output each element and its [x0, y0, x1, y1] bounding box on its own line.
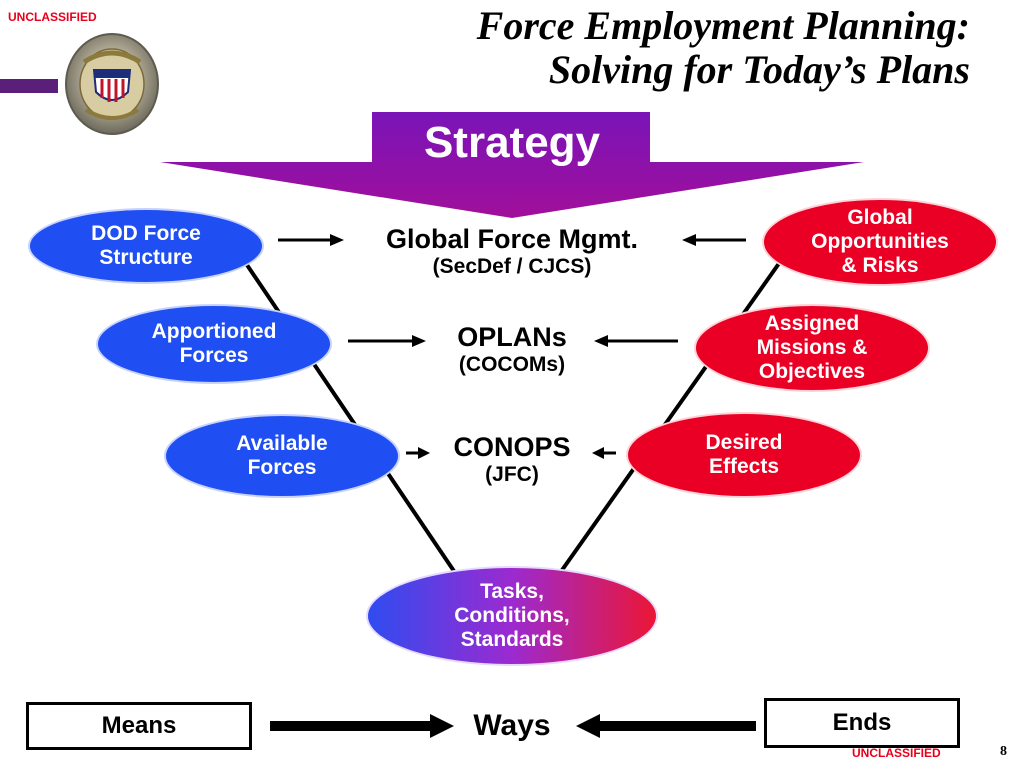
oval-tasks-conditions-standards: Tasks, Conditions, Standards — [366, 566, 658, 666]
ways-title: Global Force Mgmt. — [385, 224, 639, 254]
oval-line: Structure — [99, 246, 193, 269]
accent-bar — [0, 79, 58, 93]
oval-line: Desired — [705, 431, 783, 454]
ways-subtitle: (SecDef / CJCS) — [432, 255, 592, 278]
ways-oplans: OPLANs (COCOMs) — [410, 322, 614, 378]
page-number: 8 — [1000, 744, 1007, 759]
oval-line: & Risks — [841, 254, 919, 277]
means-box: Means — [26, 702, 252, 750]
ways-label: Ways — [473, 709, 551, 742]
oval-assigned-missions-objectives: Assigned Missions & Objectives — [694, 304, 930, 392]
title-line-2: Solving for Today’s Plans — [548, 47, 970, 92]
oval-apportioned-forces: Apportioned Forces — [96, 304, 332, 384]
oval-dod-force-structure: DOD Force Structure — [28, 208, 264, 284]
ways-global-force-mgmt: Global Force Mgmt. (SecDef / CJCS) — [340, 224, 684, 280]
oval-line: Objectives — [758, 360, 866, 383]
oval-line: Conditions, — [454, 604, 570, 627]
oval-desired-effects: Desired Effects — [626, 412, 862, 498]
oval-line: Forces — [247, 456, 317, 479]
oval-line: Tasks, — [480, 580, 544, 603]
ways-subtitle: (JFC) — [485, 463, 539, 486]
classification-top: UNCLASSIFIED — [8, 10, 97, 24]
oval-line: Effects — [708, 455, 779, 478]
ways-title: CONOPS — [453, 432, 571, 462]
classification-bottom: UNCLASSIFIED — [852, 746, 941, 760]
oval-line: Apportioned — [151, 320, 277, 343]
joint-chiefs-seal-icon — [65, 33, 159, 135]
title-line-1: Force Employment Planning: — [476, 3, 970, 48]
oval-line: Standards — [460, 628, 564, 651]
strategy-label: Strategy — [423, 118, 601, 167]
oval-line: DOD Force — [91, 222, 201, 245]
page-title: Force Employment Planning: Solving for T… — [300, 4, 970, 92]
oval-line: Assigned — [764, 312, 860, 335]
oval-global-opportunities-risks: Global Opportunities & Risks — [762, 198, 998, 286]
ways-title: OPLANs — [457, 322, 567, 352]
oval-line: Forces — [179, 344, 249, 367]
ends-box: Ends — [764, 698, 960, 748]
oval-available-forces: Available Forces — [164, 414, 400, 498]
arrow-left-icon — [682, 234, 696, 246]
oval-line: Opportunities — [811, 230, 949, 253]
ways-conops: CONOPS (JFC) — [410, 432, 614, 488]
oval-line: Missions & — [756, 336, 868, 359]
oval-line: Available — [236, 432, 328, 455]
oval-line: Global — [847, 206, 913, 229]
ways-subtitle: (COCOMs) — [458, 353, 566, 376]
